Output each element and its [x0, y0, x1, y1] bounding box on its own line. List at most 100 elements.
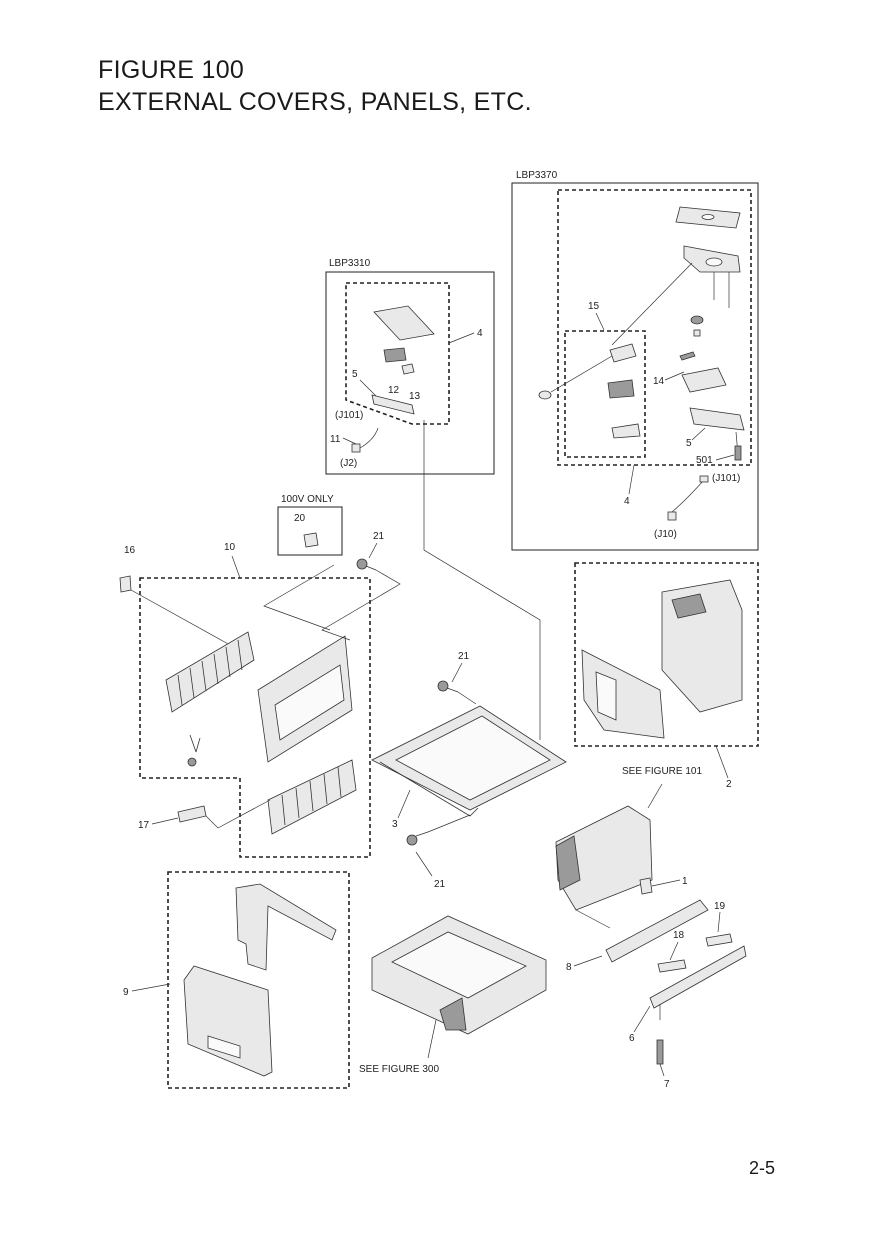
label-10: 10 — [224, 542, 236, 553]
top-cover-edge — [379, 761, 479, 817]
label-15: 15 — [588, 301, 600, 312]
lbp3370-label: LBP3370 — [516, 170, 558, 181]
keypad-board — [681, 367, 727, 393]
light-guide-13 — [401, 363, 415, 375]
screw-21-mid: 21 — [437, 651, 477, 705]
screw-head — [437, 680, 449, 692]
leader-line — [457, 691, 477, 705]
see-figure-300: SEE FIGURE 300 — [359, 1064, 439, 1075]
leader-line — [715, 745, 729, 779]
v100-group: 100V ONLY 20 — [277, 494, 343, 556]
lower-front-parts: 8 19 18 6 7 — [566, 899, 747, 1090]
leader-line — [368, 542, 378, 559]
label-21-top: 21 — [373, 531, 385, 542]
leader-line — [321, 569, 401, 641]
lbp3310-group: LBP3310 4 5 12 13 (J101) 11 (J2) — [325, 258, 495, 475]
see-figure-101: SEE FIGURE 101 — [622, 766, 702, 777]
label-j10: (J10) — [654, 529, 677, 540]
leader-line — [715, 454, 735, 461]
leader-line — [575, 909, 611, 929]
lbp3310-assembly-outline — [345, 282, 450, 425]
leader-line — [415, 851, 433, 877]
lbp3310-label: LBP3310 — [329, 258, 371, 269]
label-18: 18 — [673, 930, 685, 941]
left-cover-outline — [167, 871, 350, 1089]
label-plate-16 — [119, 575, 132, 593]
lever-part — [679, 351, 696, 361]
label-2: 2 — [726, 779, 732, 790]
label-17: 17 — [138, 820, 150, 831]
label-6: 6 — [629, 1033, 635, 1044]
screw-head — [406, 834, 418, 846]
rear-cover-group: 10 16 17 — [119, 542, 371, 858]
lbp3370-group: LBP3370 15 14 5 — [511, 170, 759, 551]
label-5: 5 — [686, 438, 692, 449]
label-plate-18 — [657, 959, 687, 973]
leader-line — [427, 1019, 437, 1059]
leader-line — [130, 589, 231, 646]
label-19: 19 — [714, 901, 726, 912]
label-3: 3 — [392, 819, 398, 830]
leader-line — [359, 379, 377, 397]
screw-shaft — [415, 831, 429, 837]
key-cap — [538, 390, 552, 400]
screw-head — [356, 558, 368, 570]
label-j2: (J2) — [340, 458, 357, 469]
cassette-tray — [391, 931, 527, 999]
leader-line — [717, 911, 721, 933]
leader-line — [151, 817, 179, 825]
v100-frame — [277, 506, 343, 556]
cable-j101-j10 — [671, 479, 705, 513]
label-11: 11 — [330, 434, 341, 445]
front-cover-outline — [574, 562, 759, 747]
label-plate-19 — [705, 933, 733, 947]
cassette-group: SEE FIGURE 300 — [359, 915, 547, 1075]
v100-label: 100V ONLY — [281, 494, 334, 505]
board-5 — [371, 394, 415, 415]
pin-7 — [656, 1039, 664, 1065]
label-j101-3310: (J101) — [335, 410, 363, 421]
screw-shaft — [446, 687, 459, 693]
label-plate-20 — [303, 532, 319, 548]
label-1: 1 — [682, 876, 688, 887]
rear-frame-opening — [274, 664, 345, 741]
connector-j101 — [699, 475, 709, 483]
screw-21-top: 21 — [321, 531, 401, 641]
label-5-3310: 5 — [352, 369, 358, 380]
label-4-3310: 4 — [477, 328, 483, 339]
panel-board — [689, 407, 745, 431]
label-501: 501 — [696, 455, 713, 466]
screw-21-low: 21 — [406, 814, 471, 890]
lbp3310-frame — [325, 271, 495, 475]
left-cover-handle — [207, 1035, 241, 1059]
leader-line — [448, 332, 475, 344]
part-15-outline — [564, 330, 646, 458]
left-cover-group: 9 — [123, 871, 350, 1089]
label-16: 16 — [124, 545, 136, 556]
connector-j2 — [351, 443, 361, 453]
leader-line — [231, 555, 241, 579]
leader-line — [573, 955, 603, 967]
lbp3370-frame — [511, 182, 759, 551]
label-4: 4 — [624, 496, 630, 507]
screw-501 — [734, 445, 742, 461]
leader-line — [628, 464, 635, 495]
top-cover-group: 3 — [371, 705, 567, 830]
leader-line — [691, 427, 706, 441]
button-mid — [607, 379, 635, 399]
connector-j10 — [667, 511, 677, 521]
guide-rail-8 — [605, 899, 709, 963]
label-plate-17 — [177, 805, 207, 823]
label-12: 12 — [388, 385, 400, 396]
label-9: 9 — [123, 987, 129, 998]
leader-line — [131, 983, 171, 992]
rear-cover-outline — [139, 577, 371, 858]
page-number: 2-5 — [748, 1158, 775, 1178]
label-13: 13 — [409, 391, 421, 402]
label-21-low: 21 — [434, 879, 446, 890]
figure-subtitle: EXTERNAL COVERS, PANELS, ETC. — [98, 88, 532, 116]
left-side-cover — [183, 965, 273, 1077]
lbp3370-assembly-outline — [557, 189, 752, 466]
left-cover-frame — [235, 883, 337, 971]
